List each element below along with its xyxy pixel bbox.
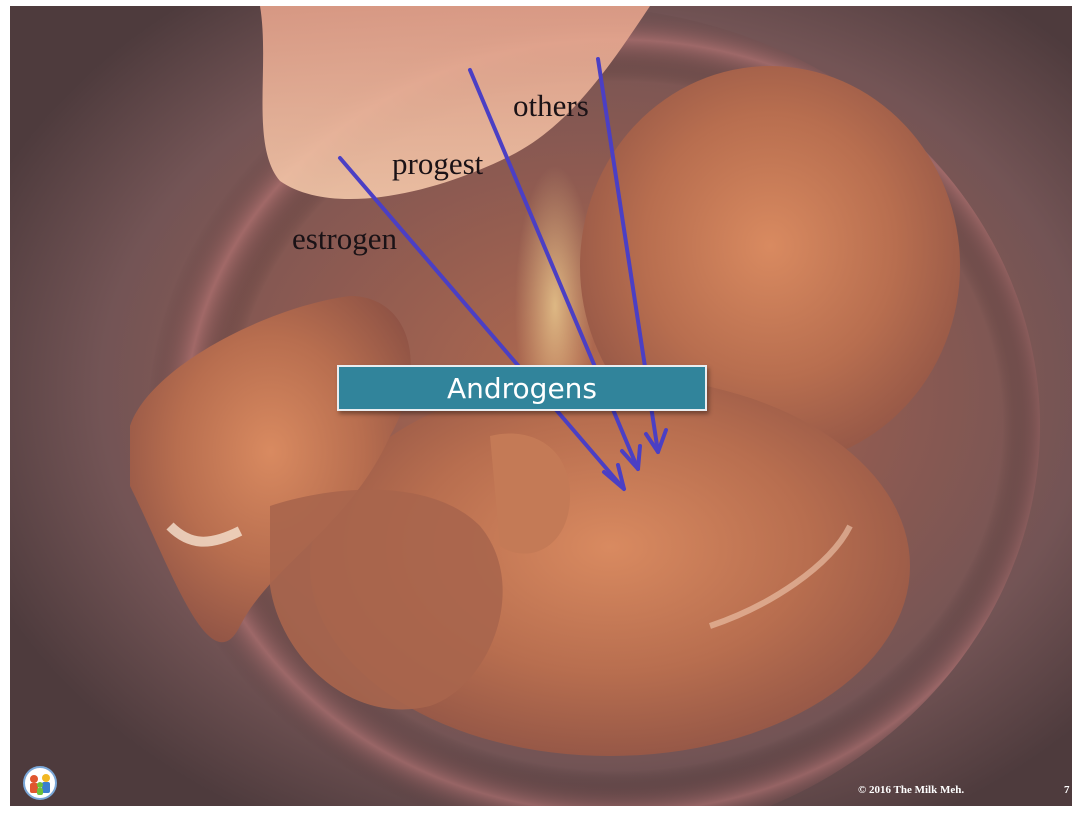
label-estrogen: estrogen bbox=[292, 223, 397, 254]
androgens-box: Androgens bbox=[337, 365, 707, 411]
label-others: others bbox=[513, 90, 589, 121]
page-number: 7 bbox=[1064, 784, 1070, 796]
copyright-footer: © 2016 The Milk Meh. bbox=[858, 784, 964, 796]
androgens-label: Androgens bbox=[447, 372, 597, 405]
label-progest: progest bbox=[392, 148, 483, 179]
people-group-logo-icon bbox=[23, 766, 57, 800]
slide: others progest estrogen Androgens bbox=[10, 6, 1072, 806]
